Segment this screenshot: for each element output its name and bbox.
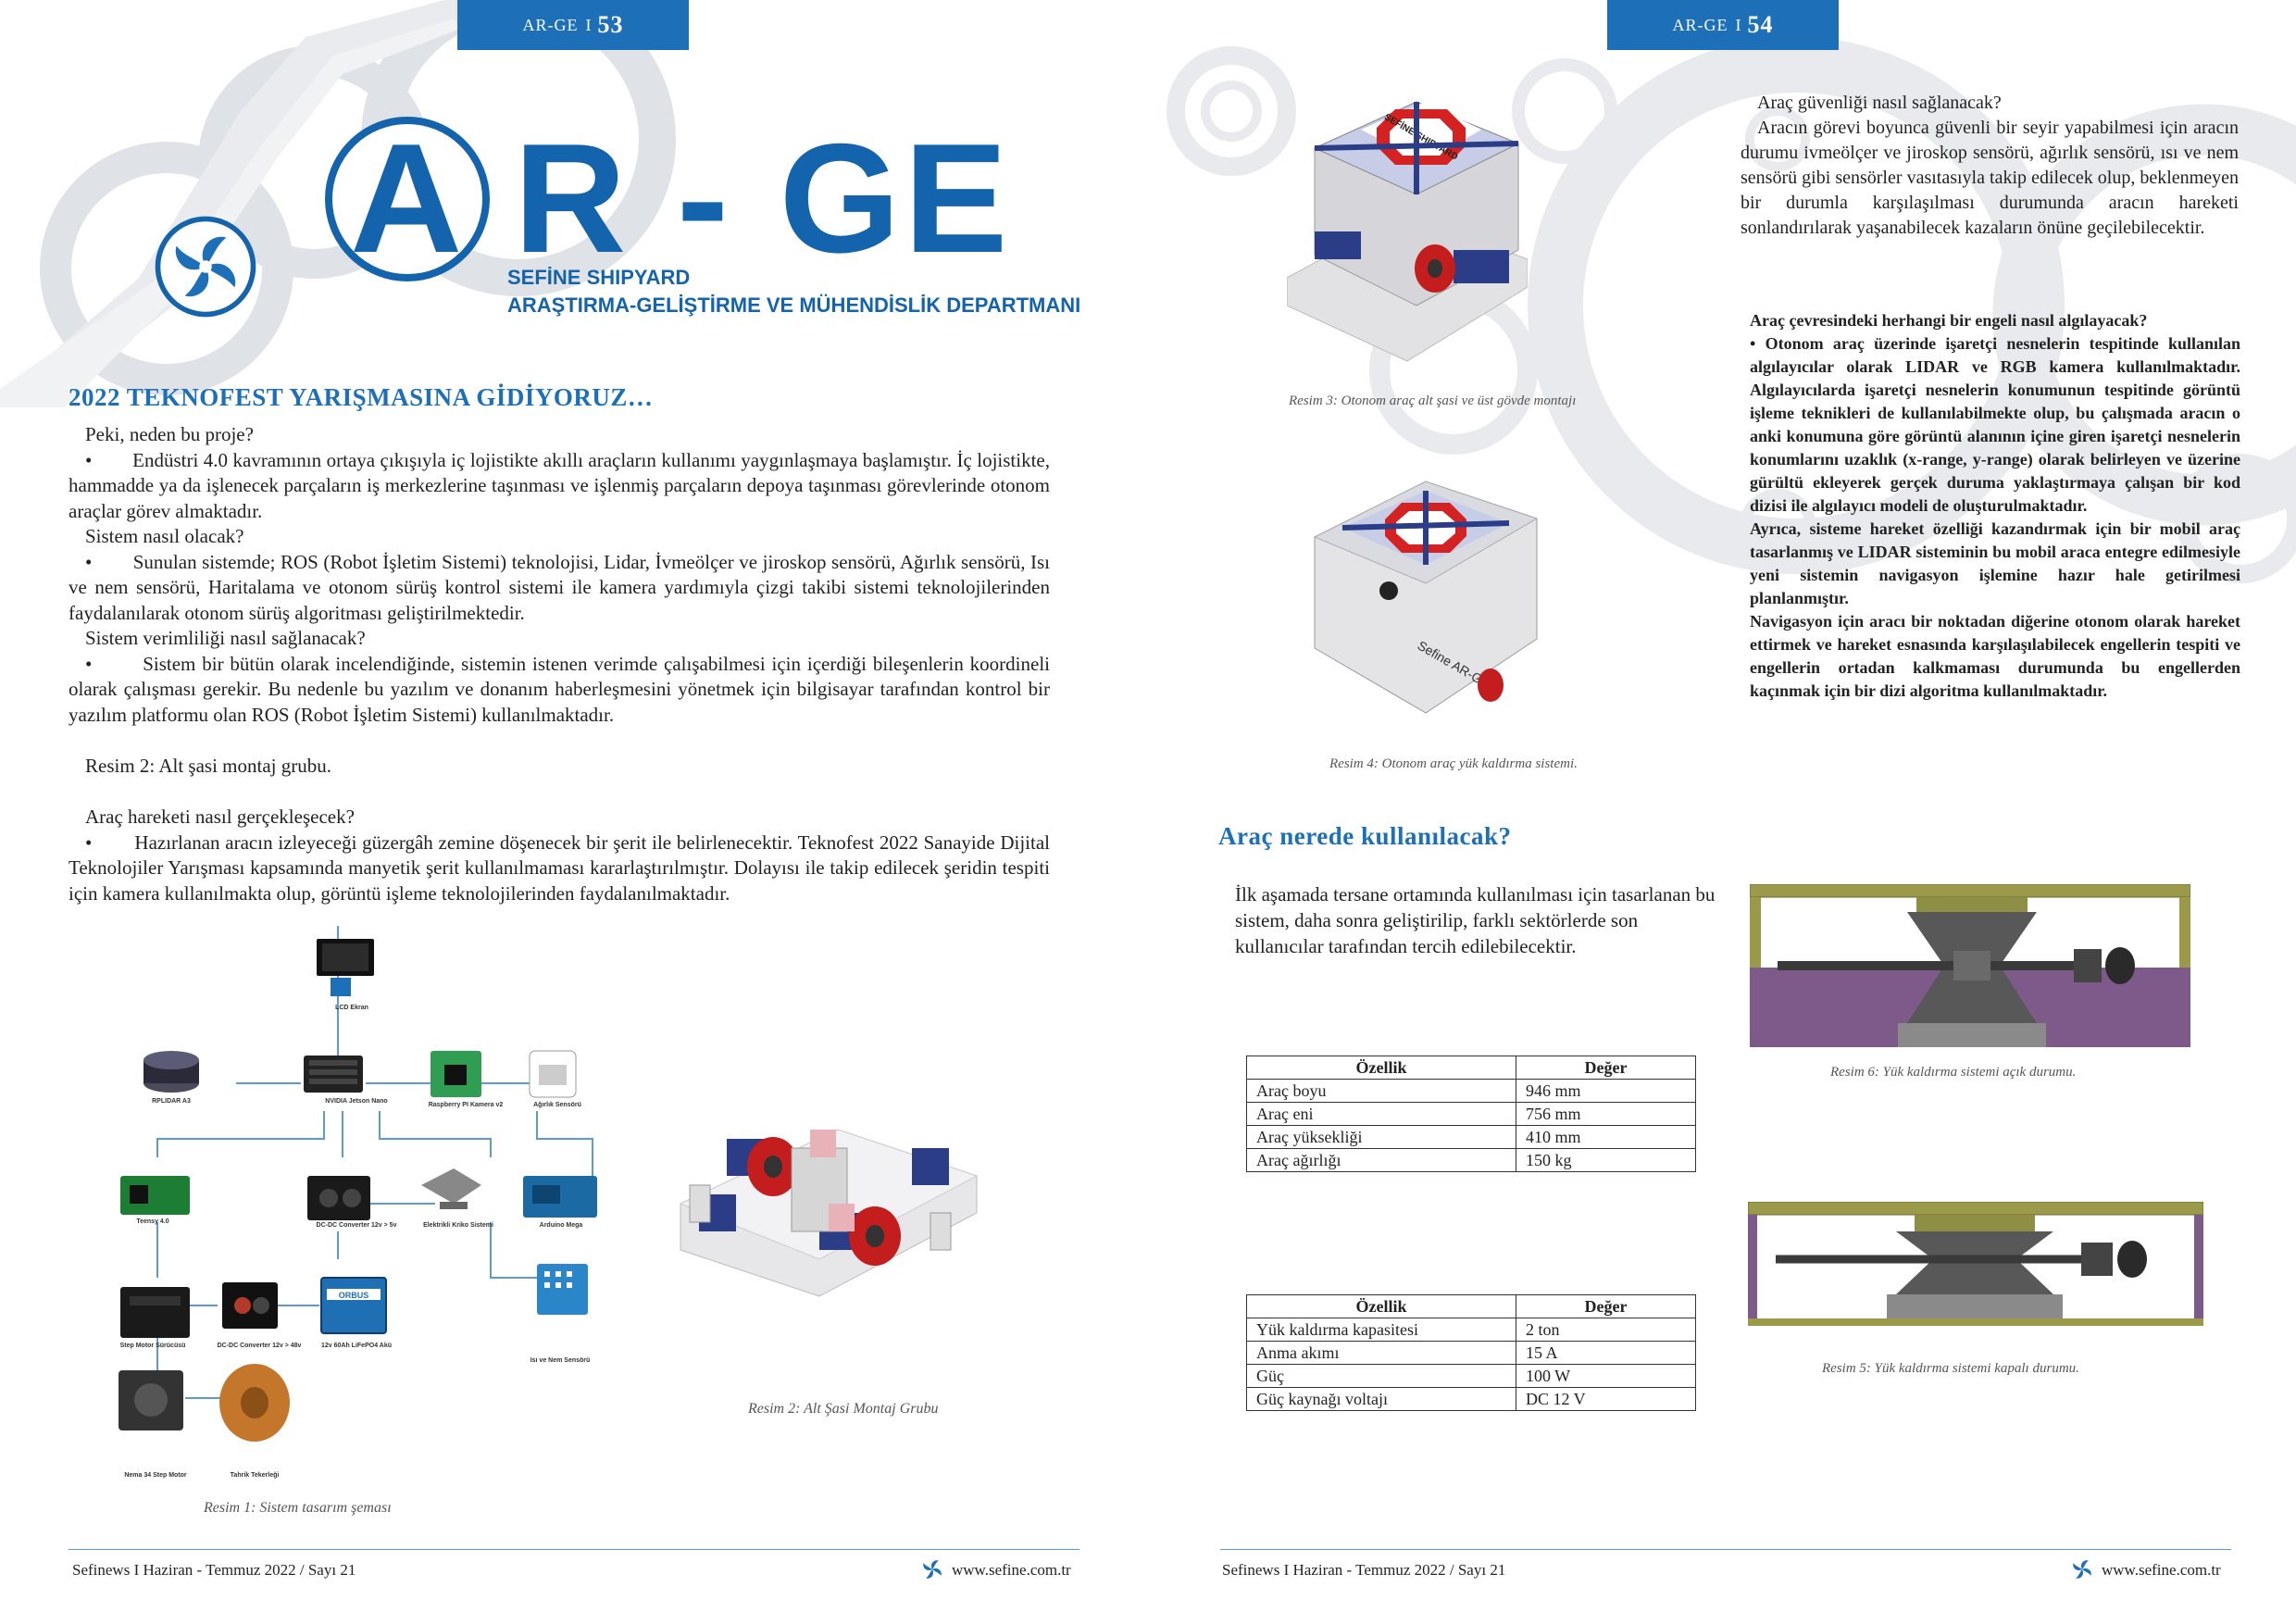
paragraph: • Endüstri 4.0 kavramının ortaya çıkışıy… — [69, 448, 1050, 522]
lift-open-render — [1750, 884, 2190, 1047]
paragraph: • Otonom araç üzerinde işaretçi nesneler… — [1750, 334, 2240, 515]
paragraph: Araç çevresindeki herhangi bir engeli na… — [1750, 311, 2148, 330]
right-text-block-1: Araç güvenliği nasıl sağlanacak? Aracın g… — [1741, 91, 2239, 241]
diagram-label-teensy: Teensy 4.0 — [136, 1218, 169, 1225]
paragraph: Sistem nasıl olacak? — [85, 525, 244, 547]
tab-separator: I — [585, 15, 593, 34]
diagram-label-stepdriver: Step Motor Sürücüsü — [119, 1343, 186, 1349]
paragraph: Sistem verimliliği nasıl sağlanacak? — [85, 627, 366, 649]
paragraph: Ayrıca, sisteme hareket özelliği kazandı… — [1750, 519, 2240, 607]
paragraph: • Sunulan sistemde; ROS (Robot İşletim S… — [69, 550, 1050, 624]
left-page: AR-GE I 53 A R - GE SEFİNE SHIPYARD ARAŞ… — [0, 0, 1081, 1579]
footer-url[interactable]: www.sefine.com.tr — [2102, 1561, 2221, 1579]
caption-resim-3: Resim 3: Otonom araç alt şasi ve üst göv… — [1289, 394, 1577, 408]
footer-left: Sefinews I Haziran - Temmuz 2022 / Sayı … — [72, 1561, 356, 1579]
diagram-label-jack: Elektrikli Kriko Sistemi — [423, 1222, 493, 1229]
diagram-label-lcd: LCD Ekran — [335, 1005, 368, 1011]
paragraph: Araç güvenliği nasıl sağlanacak? — [1757, 93, 2002, 113]
usage-paragraph: İlk aşamada tersane ortamında kullanılma… — [1235, 883, 1716, 957]
caption-resim-4: Resim 4: Otonom araç yük kaldırma sistem… — [1329, 756, 1578, 771]
table-header-feature: Özellik — [1246, 1056, 1516, 1080]
paragraph: Araç hareketi nasıl gerçekleşecek? — [85, 806, 355, 828]
caption-resim-6: Resim 6: Yük kaldırma sistemi açık durum… — [1830, 1065, 2077, 1080]
tab-separator: I — [1735, 15, 1742, 34]
table-header-row: Özellik Değer — [1246, 1056, 1696, 1080]
caption-resim-5: Resim 5: Yük kaldırma sistemi kapalı dur… — [1822, 1361, 2079, 1376]
footer-logo-icon — [923, 1560, 942, 1579]
body-text-block-1: Peki, neden bu proje? • Endüstri 4.0 kavr… — [69, 422, 1050, 728]
footer-divider — [1220, 1549, 2231, 1550]
right-text-block-2: Araç çevresindeki herhangi bir engeli na… — [1750, 309, 2240, 703]
battery-brand-text: ORBUS — [339, 1291, 369, 1300]
sefine-logo-icon — [155, 216, 256, 318]
paragraph: Peki, neden bu proje? — [85, 423, 254, 445]
paragraph: • Sistem bir bütün olarak incelendiğinde… — [69, 652, 1050, 726]
body-text-block-2: Araç hareketi nasıl gerçekleşecek? • Hazı… — [69, 805, 1050, 906]
footer-divider — [69, 1549, 1079, 1550]
caption-resim-2: Resim 2: Alt Şasi Montaj Grubu — [748, 1401, 939, 1417]
diagram-label-temp: Isı ve Nem Sensörü — [530, 1357, 591, 1364]
diagram-label-dcdc2: DC-DC Converter 12v > 48v — [217, 1343, 302, 1349]
diagram-label-battery: 12v 60Ah LiFePO4 Akü — [321, 1343, 392, 1349]
page-number: 54 — [1747, 11, 1774, 38]
system-diagram: ORBUS — [119, 926, 597, 1442]
header-subtitle-2: ARAŞTIRMA-GELİŞTİRME VE MÜHENDİSLİK DEPA… — [507, 294, 1081, 317]
title-letter-a: A — [350, 111, 467, 285]
diagram-label-weight: Ağırlık Sensörü — [533, 1102, 581, 1108]
diagram-label-wheel: Tahrik Tekerleği — [230, 1472, 280, 1479]
title-rest: R - GE — [514, 111, 1012, 285]
lift-closed-render — [1748, 1202, 2203, 1326]
page-tab: AR-GE I 54 — [1607, 0, 1839, 50]
diagram-label-stepper: Nema 34 Step Motor — [124, 1472, 187, 1479]
footer-left: Sefinews I Haziran - Temmuz 2022 / Sayı … — [1222, 1561, 1506, 1579]
header-gear-decoration — [0, 0, 676, 407]
diagram-label-camera: Raspberry PI Kamera v2 — [428, 1102, 504, 1108]
mid-caption: Resim 2: Alt şasi montaj grubu. — [85, 755, 331, 777]
header-subtitle-1: SEFİNE SHIPYARD — [507, 266, 691, 289]
table-header-feature: Özellik — [1246, 1294, 1516, 1318]
diagram-label-lidar: RPLIDAR A3 — [152, 1098, 191, 1105]
section-heading: 2022 TEKNOFEST YARIŞMASINA GİDİYORUZ… — [69, 383, 654, 411]
chassis-render-image — [679, 1129, 979, 1297]
tab-label: AR-GE — [522, 15, 579, 34]
caption-resim-1: Resim 1: Sistem tasarım şeması — [204, 1500, 392, 1516]
table-header-value: Değer — [1516, 1056, 1696, 1080]
tab-label: AR-GE — [1672, 15, 1728, 34]
title-circle-ring — [325, 117, 490, 281]
footer-logo-icon — [2073, 1560, 2091, 1579]
footer-url[interactable]: www.sefine.com.tr — [952, 1561, 1071, 1579]
background-gear-decoration — [1167, 37, 2296, 583]
right-page: AR-GE I 54 SEFİNE SHIPYARD Resim 3: Oton… — [1148, 0, 2296, 1624]
paragraph: Aracın görevi boyunca güvenli bir seyir … — [1741, 118, 2239, 238]
diagram-label-arduino: Arduino Mega — [539, 1222, 583, 1229]
paragraph: • Hazırlanan aracın izleyeceği güzergâh … — [69, 831, 1050, 905]
diagram-label-dcdc1: DC-DC Converter 12v > 5v — [316, 1222, 397, 1229]
table-header-value: Değer — [1516, 1294, 1696, 1318]
page-number: 53 — [597, 11, 624, 38]
usage-heading: Araç nerede kullanılacak? — [1218, 822, 1512, 850]
paragraph: Navigasyon için aracı bir noktadan diğer… — [1750, 612, 2240, 700]
usage-text: İlk aşamada tersane ortamında kullanılma… — [1235, 881, 1716, 959]
table-header-row: Özellik Değer — [1246, 1294, 1696, 1318]
mid-caption-text: Resim 2: Alt şasi montaj grubu. — [69, 754, 1050, 780]
robot-render-image-3: SEFİNE SHIPYARD — [1287, 101, 1528, 362]
robot-render-image-4: Sefine AR-GE — [1313, 481, 1539, 714]
page-tab: AR-GE I 53 — [457, 0, 689, 50]
diagram-label-jetson: NVIDIA Jetson Nano — [325, 1098, 388, 1105]
